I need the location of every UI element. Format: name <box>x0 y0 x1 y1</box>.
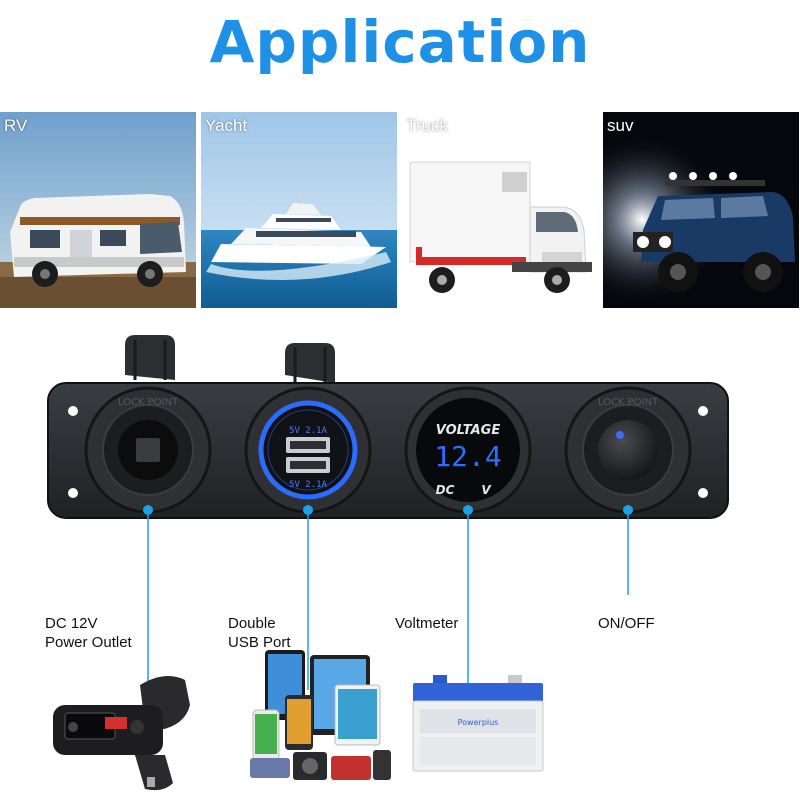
switch-panel: LOCK POINT 5V 2.1A 5V 2.1A VOLTAGE 12.4 … <box>40 335 740 640</box>
callout-voltmeter: Voltmeter <box>395 614 458 633</box>
yacht-photo: Yacht <box>201 112 397 308</box>
callout-line: Voltmeter <box>395 615 459 632</box>
suv-photo: suv <box>603 112 799 308</box>
callout-power-outlet: DC 12V Power Outlet <box>45 614 132 652</box>
voltmeter-title: VOLTAGE <box>436 423 501 438</box>
callout-usb-port: Double USB Port <box>228 614 291 652</box>
usb-port-socket: 5V 2.1A 5V 2.1A <box>244 386 372 514</box>
callout-on-off: ON/OFF <box>598 614 655 633</box>
callout-line: Power Outlet <box>45 634 132 651</box>
callout-line: DC 12V <box>45 615 98 632</box>
vehicle-label: Truck <box>406 116 448 135</box>
car-charger-image <box>45 665 205 800</box>
indicator-led-icon <box>616 431 624 439</box>
voltmeter-dc-label: DC <box>436 483 455 497</box>
page-title: Application <box>209 8 591 76</box>
truck-photo: Truck <box>402 112 598 308</box>
battery-image: Powerplus <box>408 675 548 780</box>
callout-dot-icon <box>463 505 473 515</box>
callout-line: Double <box>228 615 276 632</box>
voltmeter-reading: 12.4 <box>434 440 501 473</box>
vehicle-label: suv <box>607 116 634 135</box>
callout-dot-icon <box>303 505 313 515</box>
usb-devices-image <box>245 640 395 795</box>
callout-line: ON/OFF <box>598 615 655 632</box>
callout-dot-icon <box>143 505 153 515</box>
lock-point-ring-text: LOCK POINT <box>118 397 179 408</box>
vehicle-label: RV <box>4 116 28 135</box>
vehicle-label: Yacht <box>205 116 248 135</box>
usb-top-label: 5V 2.1A <box>289 426 328 436</box>
callout-line: USB Port <box>228 634 291 651</box>
callout-dot-icon <box>623 505 633 515</box>
battery-brand: Powerplus <box>458 718 499 727</box>
usb-bottom-label: 5V 2.1A <box>289 480 328 490</box>
power-outlet-socket: LOCK POINT <box>84 386 212 514</box>
voltmeter-unit-label: V <box>481 483 492 497</box>
voltmeter-socket: VOLTAGE 12.4 DC V <box>404 386 532 514</box>
rv-photo: RV <box>0 112 196 308</box>
lock-point-ring-text: LOCK POINT <box>598 397 659 408</box>
